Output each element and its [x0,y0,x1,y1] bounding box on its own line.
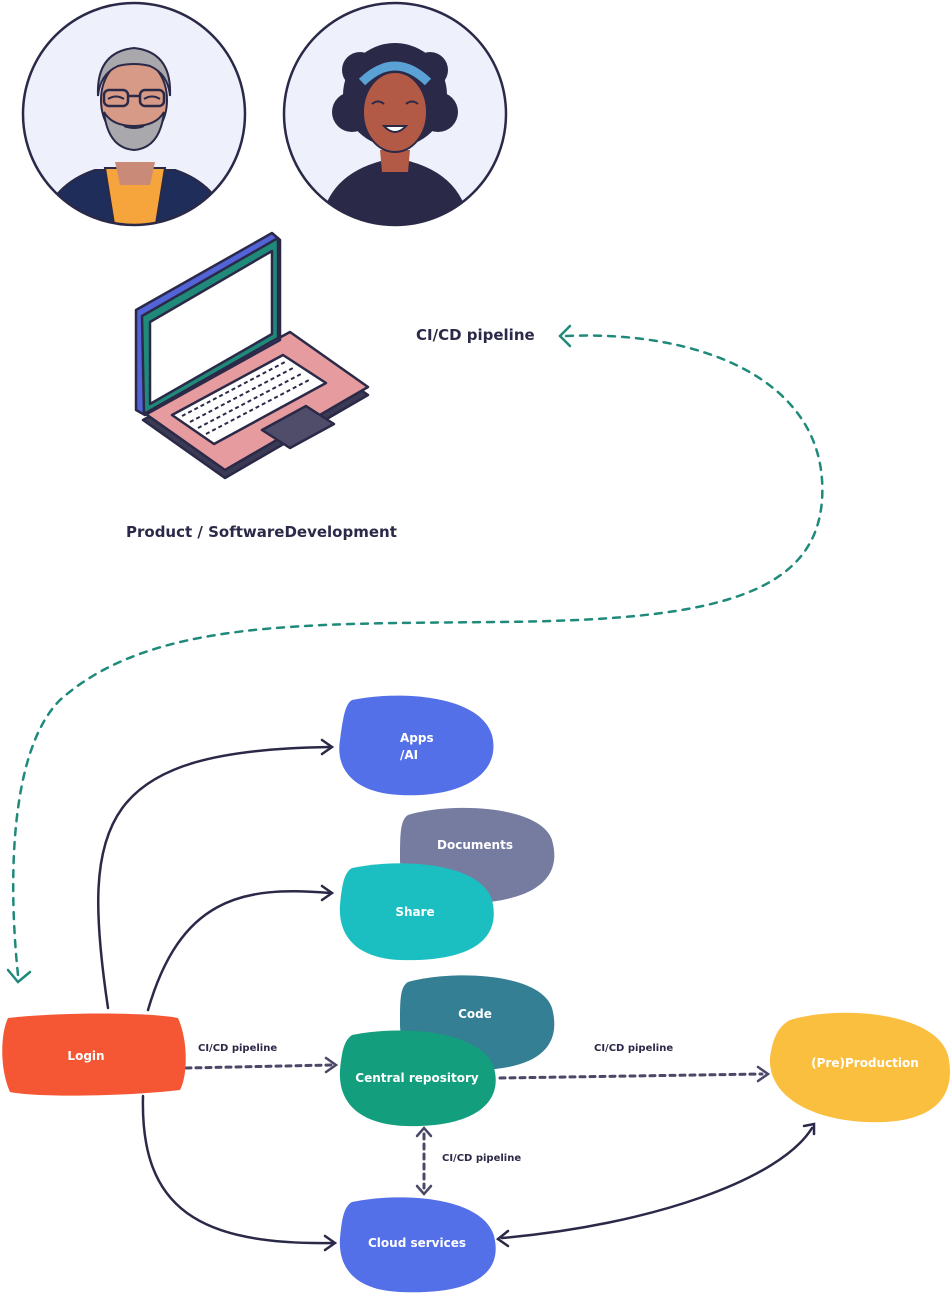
cicd-top-label: CI/CD pipeline [416,326,535,344]
cicd-cloud-label: CI/CD pipeline [442,1153,521,1164]
central-repository-blob[interactable] [339,1030,496,1127]
apps-arrowhead [320,738,335,756]
cicd-login-label: CI/CD pipeline [198,1043,277,1054]
login-label: Login [67,1049,104,1063]
cloud-arrowhead [323,1234,338,1252]
login-to-cloud-arrow [141,1094,335,1245]
laptop-icon [134,231,370,480]
older-man-avatar-icon [21,1,247,227]
code-label: Code [458,1007,492,1021]
woman-avatar-icon [282,1,508,227]
loop-arrowhead-bottom [6,968,32,984]
cicd-production-label: CI/CD pipeline [594,1043,673,1054]
share-label: Share [395,905,434,919]
loop-arrowhead-top [558,324,572,348]
preproduction-label: (Pre)Production [811,1056,919,1070]
production-up-arrowhead [802,1122,816,1136]
cloud-services-blob[interactable] [339,1197,496,1293]
central-repository-label: Central repository [355,1071,479,1085]
cloud-left-arrowhead [495,1229,510,1248]
login-to-apps-arrow [96,745,332,1010]
apps-label-line2: /AI [400,748,418,762]
cloud-to-production-arrow [500,1126,814,1240]
share-blob[interactable] [339,863,494,961]
cicd-loop-arrow [11,334,824,977]
product-development-label: Product / SoftwareDevelopment [126,523,397,541]
cloud-services-label: Cloud services [368,1236,466,1250]
login-to-share-arrow [146,889,332,1012]
apps-label-line1: Apps [400,731,434,745]
apps-ai-blob[interactable] [339,695,494,796]
login-to-central-dashed-arrow [184,1063,334,1070]
preproduction-blob[interactable] [769,1012,950,1123]
central-to-production-dashed-arrow [498,1072,764,1080]
documents-label: Documents [437,838,513,852]
share-arrowhead [320,884,335,902]
login-blob[interactable] [2,1013,186,1096]
